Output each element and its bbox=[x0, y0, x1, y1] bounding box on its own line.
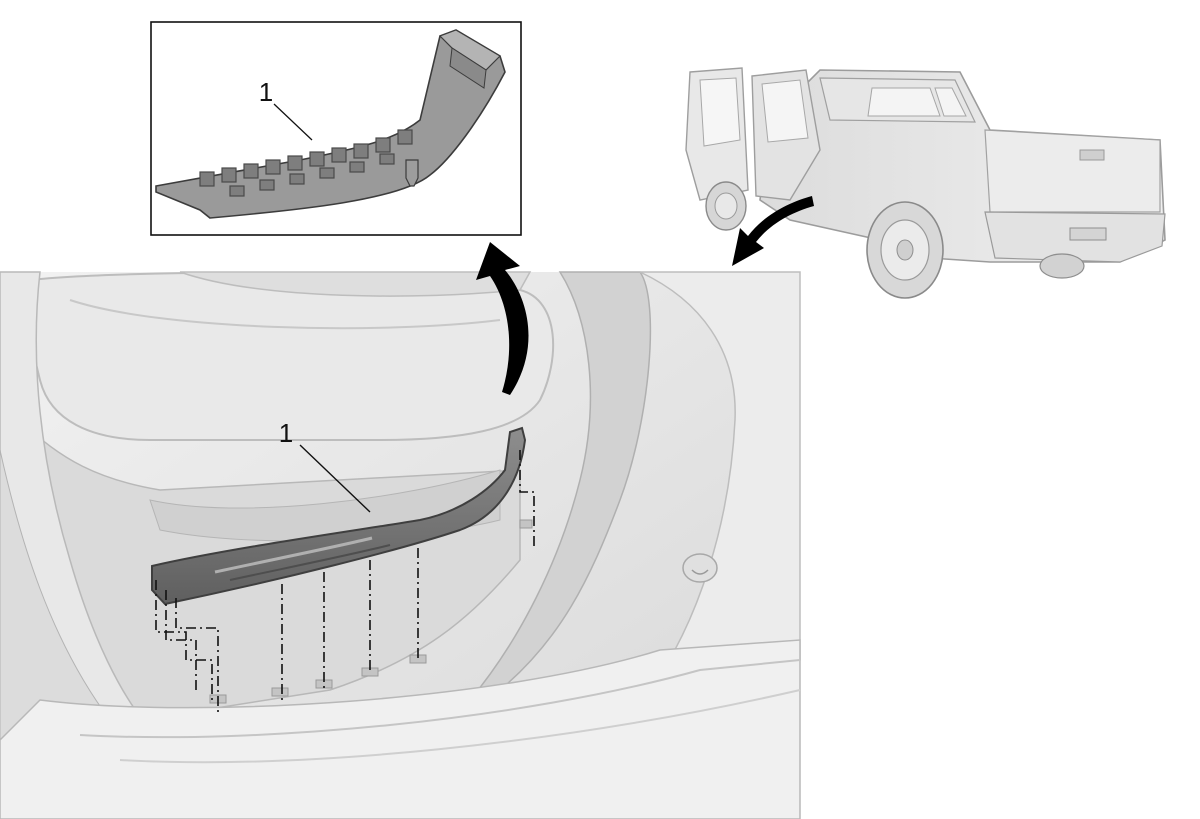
main-callout-leader bbox=[299, 444, 371, 513]
rocker-panel bbox=[0, 639, 801, 819]
main-callout-label: 1 bbox=[279, 418, 293, 448]
inset-arrow bbox=[476, 242, 529, 395]
inset-clip-peg bbox=[405, 159, 419, 187]
installation-lines bbox=[155, 450, 535, 712]
inset-rib-grid bbox=[199, 129, 413, 197]
detail-inset: 1 bbox=[150, 21, 522, 236]
truck-rear-wheel bbox=[866, 201, 944, 299]
inset-callout-leader bbox=[273, 103, 313, 141]
truck-locator-view bbox=[685, 67, 1166, 299]
seat-cushion bbox=[24, 271, 555, 441]
truck-tailgate bbox=[984, 129, 1161, 213]
door-opening-view: 1 bbox=[0, 242, 801, 819]
door-sill-plate bbox=[151, 426, 527, 606]
truck-front-wheel bbox=[705, 181, 747, 231]
inset-callout-label: 1 bbox=[259, 77, 273, 107]
sill-groove bbox=[214, 536, 373, 574]
locator-arrow bbox=[732, 196, 814, 266]
body-plug bbox=[682, 553, 718, 583]
